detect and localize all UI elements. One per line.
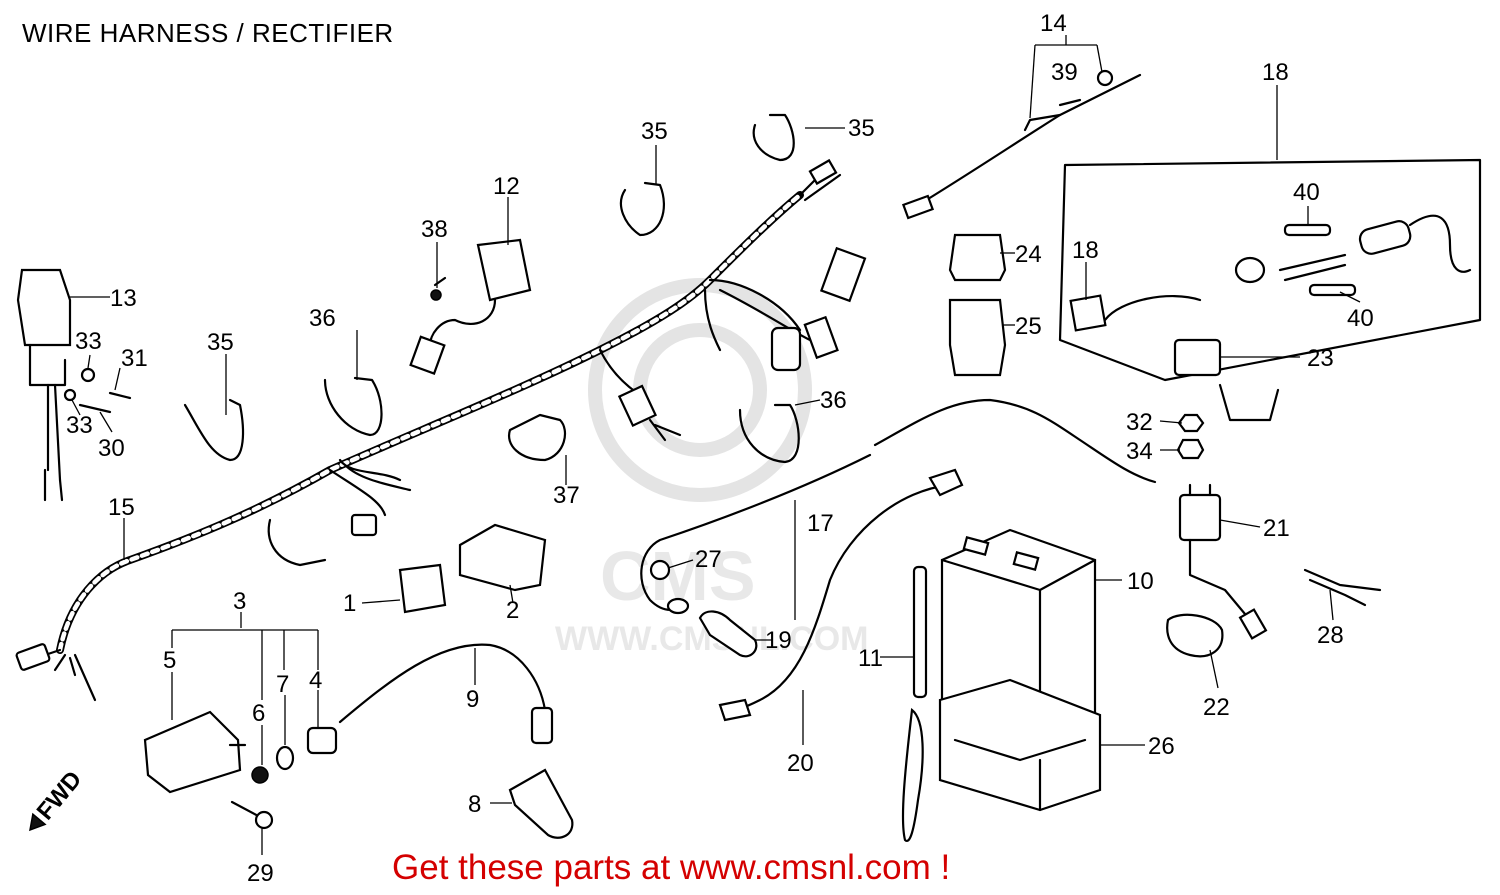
part-13-switch [16, 268, 72, 502]
part-22-cover [1166, 613, 1224, 658]
part-24-relay [948, 233, 1007, 282]
part-14-cable [901, 69, 1142, 220]
callout-label: 3 [233, 588, 246, 615]
part-7-washer [275, 745, 295, 771]
callout-label: 20 [787, 750, 814, 777]
fwd-label: FWD [32, 766, 88, 825]
callout-label: 11 [858, 645, 883, 672]
callout-label: 36 [309, 305, 336, 332]
callout-label: 8 [468, 791, 481, 818]
part-37-clamp [507, 413, 567, 462]
callout-label: 29 [247, 860, 274, 887]
callout-label: 36 [820, 387, 847, 414]
callout-label: 24 [1015, 241, 1042, 268]
callout-label: 18 [1072, 237, 1099, 264]
callout-label: 14 [1040, 10, 1067, 37]
fwd-arrow-icon: FWD [29, 766, 88, 832]
callout-label: 7 [276, 671, 289, 698]
part-35-clamps [183, 113, 795, 462]
callout-label: 33 [66, 412, 93, 439]
part-29-bolt [230, 800, 274, 830]
callout-label: 40 [1293, 179, 1320, 206]
callout-label: 28 [1317, 622, 1344, 649]
callout-label: 35 [207, 329, 234, 356]
part-1-cover [398, 563, 447, 614]
footer-cta-link[interactable]: Get these parts at www.cmsnl.com ! [392, 848, 951, 887]
callout-label: 38 [421, 216, 448, 243]
part-17-cable [640, 398, 1157, 615]
callout-label: 32 [1126, 409, 1153, 436]
callout-label: 1 [343, 590, 356, 617]
callout-label: 4 [309, 667, 322, 694]
callout-label: 40 [1347, 305, 1374, 332]
callout-label: 34 [1126, 438, 1153, 465]
callout-label: 15 [108, 494, 135, 521]
callout-label: 22 [1203, 694, 1230, 721]
callout-label: 10 [1127, 568, 1154, 595]
part-5-relay [143, 710, 247, 794]
callout-label: 2 [506, 597, 519, 624]
callout-label: 13 [110, 285, 137, 312]
callout-label: 18 [1262, 59, 1289, 86]
callout-label: 5 [163, 647, 176, 674]
part-8-cap [508, 768, 574, 839]
callout-label: 37 [553, 482, 580, 509]
part-25-relay [948, 298, 1007, 377]
callout-label: 21 [1263, 515, 1290, 542]
leader-lines [70, 35, 1361, 855]
callout-label: 19 [765, 627, 792, 654]
part-11-tube [901, 565, 928, 843]
callout-label: 25 [1015, 313, 1042, 340]
parts-30-31-33-screws [63, 367, 132, 414]
callout-label: 26 [1148, 733, 1175, 760]
callout-label: 23 [1307, 345, 1334, 372]
callout-label: 27 [695, 546, 722, 573]
callout-label: 6 [252, 700, 265, 727]
part-21-starter-relay [1178, 483, 1268, 640]
part-18-fuse-assembly [1058, 158, 1482, 422]
callout-labels: 1 2 3 4 5 6 7 8 9 10 11 12 13 14 15 17 1… [66, 10, 1374, 887]
callout-label: 33 [75, 328, 102, 355]
part-36-clamps [323, 376, 800, 464]
wire-harness [15, 158, 867, 702]
part-20-cable [718, 468, 964, 722]
part-27-grommet [649, 559, 671, 581]
callout-label: 30 [98, 435, 125, 462]
callout-label: 39 [1051, 59, 1078, 86]
callout-label: 12 [493, 173, 520, 200]
part-6-nut [251, 766, 269, 784]
part-9-cable [338, 643, 554, 745]
part-26-battery-tray [938, 678, 1102, 812]
part-12-rectifier [409, 238, 532, 375]
callout-label: 35 [848, 115, 875, 142]
callout-label: 35 [641, 118, 668, 145]
callout-label: 17 [807, 510, 834, 537]
part-2-cover [458, 523, 547, 592]
callout-label: 31 [121, 345, 148, 372]
callout-label: 9 [466, 686, 479, 713]
part-28-clip [1303, 568, 1382, 607]
part-4-sleeve [306, 726, 338, 755]
parts-32-34-nuts [1176, 413, 1205, 460]
diagram-title: WIRE HARNESS / RECTIFIER [22, 18, 394, 48]
